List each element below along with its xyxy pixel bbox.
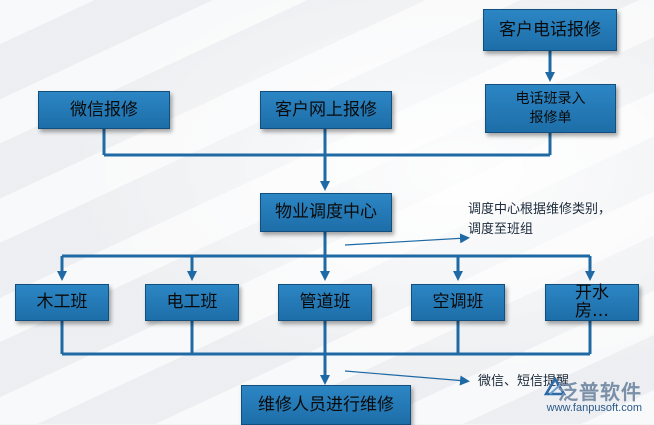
node-online-repair-label: 客户网上报修 <box>275 99 377 120</box>
node-repair-staff: 维修人员进行维修 <box>241 385 411 425</box>
node-plumbing: 管道班 <box>278 284 372 321</box>
node-phone-repair-label: 客户电话报修 <box>499 19 601 40</box>
node-aircon: 空调班 <box>411 284 505 321</box>
node-phone-entry: 电话班录入 报修单 <box>485 84 616 133</box>
note-pointer-notify <box>344 370 470 386</box>
node-locksmith: 开水 房… <box>545 284 639 321</box>
node-online-repair: 客户网上报修 <box>260 91 392 129</box>
node-plumbing-label: 管道班 <box>299 292 351 313</box>
node-electrician: 电工班 <box>145 284 239 321</box>
node-electrician-label: 电工班 <box>166 292 218 313</box>
note-notify: 微信、短信提醒 <box>478 374 570 389</box>
node-carpentry: 木工班 <box>15 284 109 321</box>
note-pointer-dispatch <box>344 233 470 246</box>
node-locksmith-label: 开水 房… <box>575 282 609 321</box>
node-repair-staff-label: 维修人员进行维修 <box>258 394 394 415</box>
node-wechat-repair-label: 微信报修 <box>70 99 138 120</box>
node-wechat-repair: 微信报修 <box>38 91 170 129</box>
node-aircon-label: 空调班 <box>432 292 484 313</box>
node-phone-repair: 客户电话报修 <box>483 9 617 51</box>
node-carpentry-label: 木工班 <box>36 292 88 313</box>
node-dispatch-center: 物业调度中心 <box>260 193 392 232</box>
logo-brand-text: 泛普软件 <box>558 380 642 404</box>
note-dispatch: 调度中心根据维修类别， 调度至班组 <box>468 202 612 237</box>
node-dispatch-center-label: 物业调度中心 <box>275 202 377 223</box>
brand-logo: 泛普软件 www.fanpusoft.com <box>540 372 654 424</box>
logo-mark-icon <box>544 376 566 396</box>
logo-url: www.fanpusoft.com <box>546 402 642 414</box>
node-phone-entry-label: 电话班录入 报修单 <box>515 90 586 126</box>
